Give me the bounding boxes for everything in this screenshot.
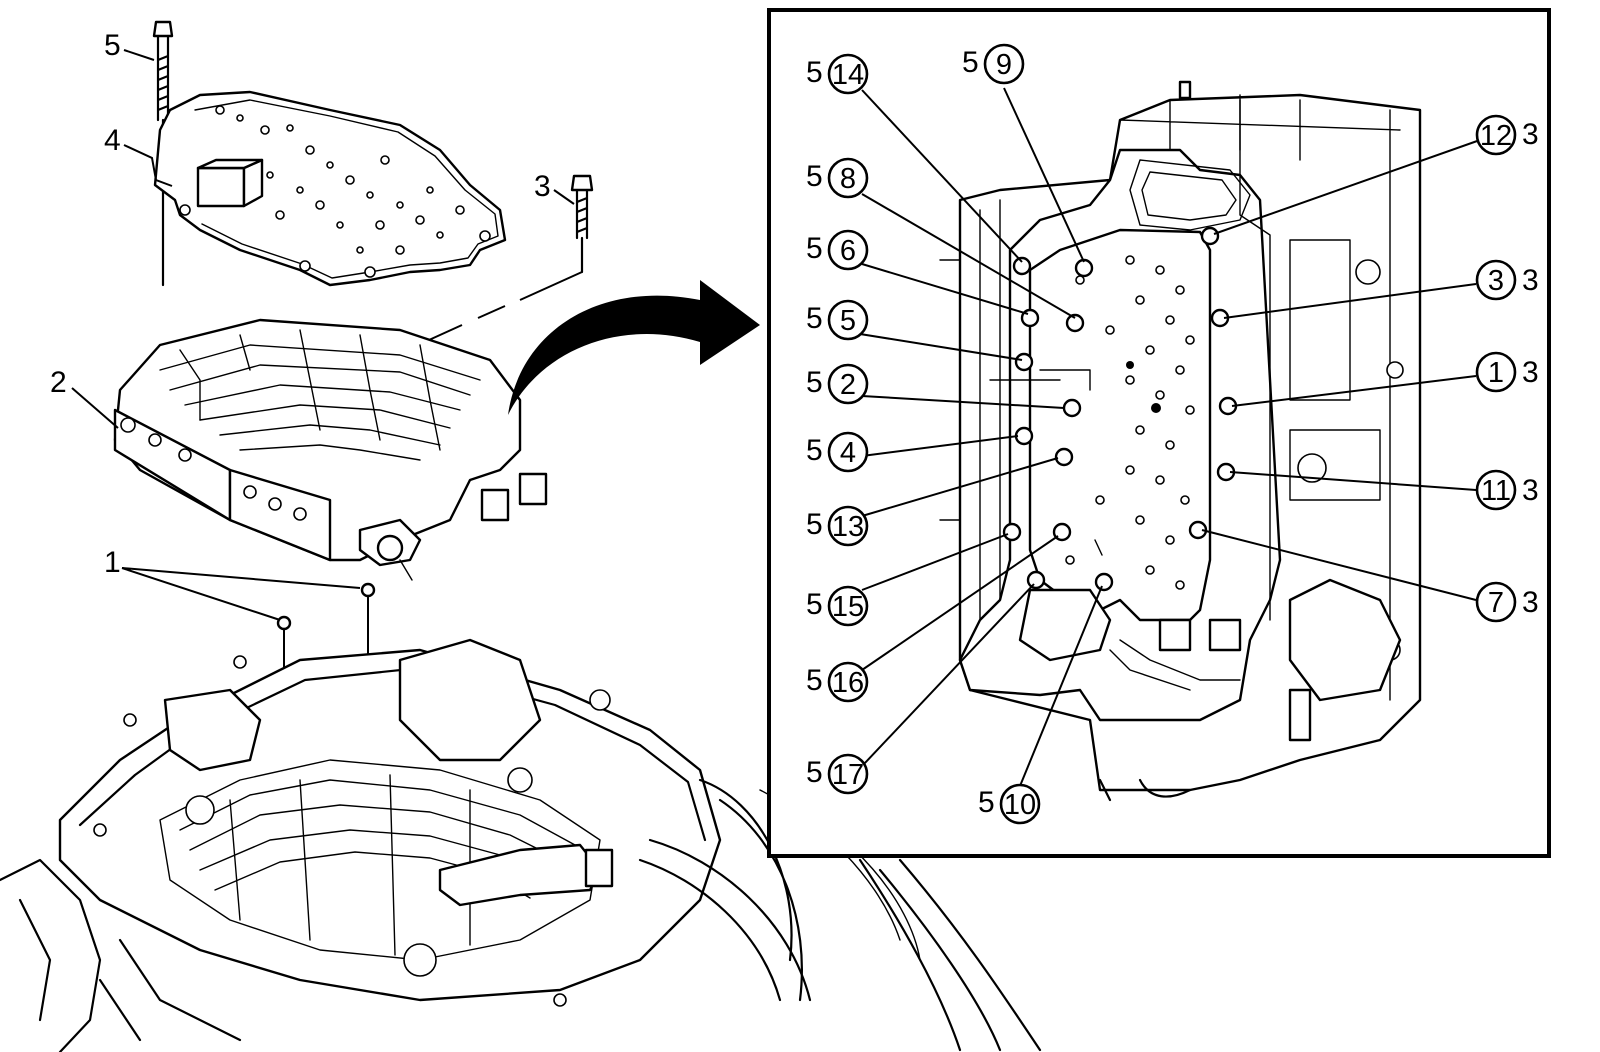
valve-body-2 <box>113 318 548 581</box>
svg-text:3: 3 <box>1522 474 1539 507</box>
svg-text:5: 5 <box>840 305 856 337</box>
svg-text:1: 1 <box>1488 357 1504 389</box>
svg-text:6: 6 <box>840 235 856 267</box>
svg-text:2: 2 <box>840 369 856 401</box>
callout-1: 1 <box>104 546 121 579</box>
callout-5-14: 5 14 <box>806 53 869 95</box>
detail-view-drawing <box>939 80 1422 802</box>
svg-text:9: 9 <box>996 49 1012 81</box>
svg-text:5: 5 <box>978 786 995 819</box>
svg-text:4: 4 <box>840 437 856 469</box>
svg-text:13: 13 <box>832 511 864 543</box>
svg-text:5: 5 <box>806 434 823 467</box>
svg-text:15: 15 <box>832 591 864 623</box>
callout-5: 5 <box>104 29 121 62</box>
svg-text:3: 3 <box>1522 586 1539 619</box>
svg-text:5: 5 <box>806 56 823 89</box>
svg-text:5: 5 <box>806 302 823 335</box>
svg-text:3: 3 <box>1488 265 1504 297</box>
exploded-view-arrow-icon <box>508 280 760 415</box>
svg-text:5: 5 <box>806 508 823 541</box>
svg-text:5: 5 <box>806 232 823 265</box>
callout-5-15: 5 15 <box>806 585 869 627</box>
separator-plate-4 <box>153 90 507 287</box>
svg-text:3: 3 <box>1522 118 1539 151</box>
svg-text:5: 5 <box>806 366 823 399</box>
svg-text:11: 11 <box>1481 475 1511 507</box>
svg-text:17: 17 <box>832 759 864 791</box>
svg-text:10: 10 <box>1004 789 1036 821</box>
svg-text:5: 5 <box>806 756 823 789</box>
detail-leader-lines <box>859 87 1481 787</box>
svg-text:12: 12 <box>1480 120 1512 152</box>
svg-text:5: 5 <box>806 160 823 193</box>
svg-text:3: 3 <box>1522 264 1539 297</box>
main-callouts: 5 4 3 2 1 <box>50 29 575 579</box>
callout-11-3: 11 3 <box>1475 469 1539 511</box>
callout-5-17: 5 17 <box>806 753 869 795</box>
svg-text:5: 5 <box>806 588 823 621</box>
callout-2: 2 <box>50 366 67 399</box>
svg-text:16: 16 <box>832 667 864 699</box>
callout-5-13: 5 13 <box>806 505 869 547</box>
svg-text:5: 5 <box>806 664 823 697</box>
svg-text:3: 3 <box>1522 356 1539 389</box>
svg-text:7: 7 <box>1488 587 1504 619</box>
callout-4: 4 <box>104 124 121 157</box>
callout-5-10: 5 10 <box>978 783 1041 825</box>
transmission-case <box>0 638 1042 1052</box>
callout-5-16: 5 16 <box>806 661 869 703</box>
svg-text:14: 14 <box>832 59 864 91</box>
svg-text:8: 8 <box>840 163 856 195</box>
svg-text:5: 5 <box>962 46 979 79</box>
callout-12-3: 12 3 <box>1475 114 1539 156</box>
callout-3: 3 <box>534 170 551 203</box>
